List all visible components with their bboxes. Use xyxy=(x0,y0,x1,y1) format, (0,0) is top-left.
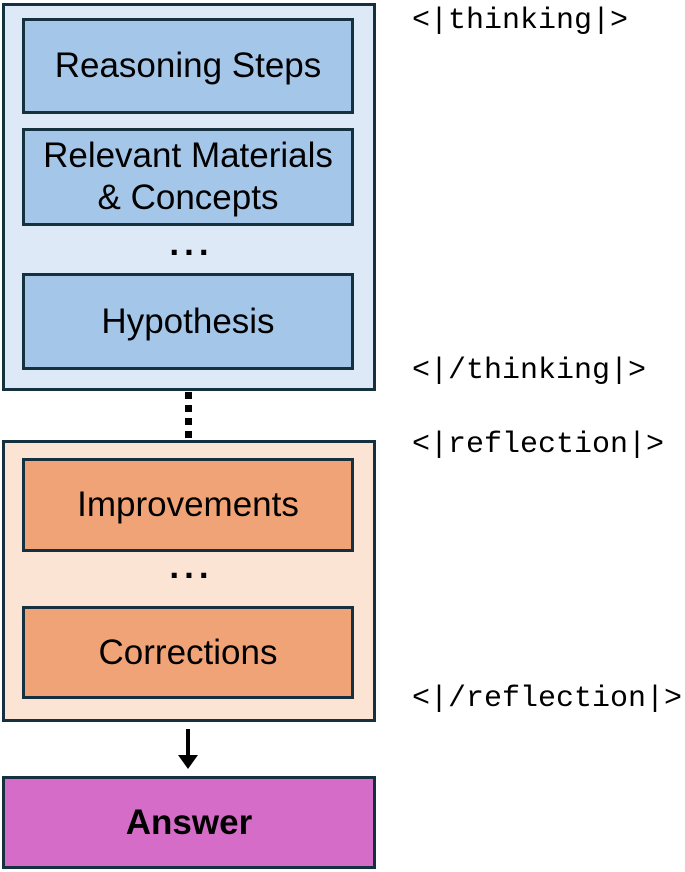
relevant-materials-label-line1: Relevant Materials xyxy=(43,136,333,175)
improvements-label: Improvements xyxy=(77,485,299,524)
corrections-label: Corrections xyxy=(98,632,278,672)
corrections-box: Corrections xyxy=(22,606,354,699)
relevant-materials-label-line2: & Concepts xyxy=(97,178,279,217)
thinking-section: Reasoning Steps Relevant Materials & Con… xyxy=(2,3,376,391)
answer-label: Answer xyxy=(125,802,253,842)
hypothesis-label: Hypothesis xyxy=(101,301,275,341)
improvements-box: Improvements xyxy=(22,458,354,552)
arrow-head-icon xyxy=(178,755,198,769)
reflection-ellipsis: ... xyxy=(169,547,214,586)
reflection-section: Improvements ... Corrections xyxy=(2,440,376,722)
reasoning-steps-box: Reasoning Steps xyxy=(22,18,354,114)
answer-box: Answer xyxy=(2,776,376,869)
thinking-close-tag: <|/thinking|> xyxy=(412,354,647,388)
thinking-ellipsis: ... xyxy=(169,224,214,263)
arrow-shaft xyxy=(186,729,190,756)
reflection-close-tag: <|/reflection|> xyxy=(412,682,683,716)
reasoning-steps-label: Reasoning Steps xyxy=(54,46,322,85)
thinking-open-tag: <|thinking|> xyxy=(412,4,629,38)
relevant-materials-box: Relevant Materials & Concepts xyxy=(22,128,354,226)
dotted-connector-line xyxy=(185,392,192,440)
hypothesis-box: Hypothesis xyxy=(22,273,354,370)
reflection-open-tag: <|reflection|> xyxy=(412,428,665,462)
